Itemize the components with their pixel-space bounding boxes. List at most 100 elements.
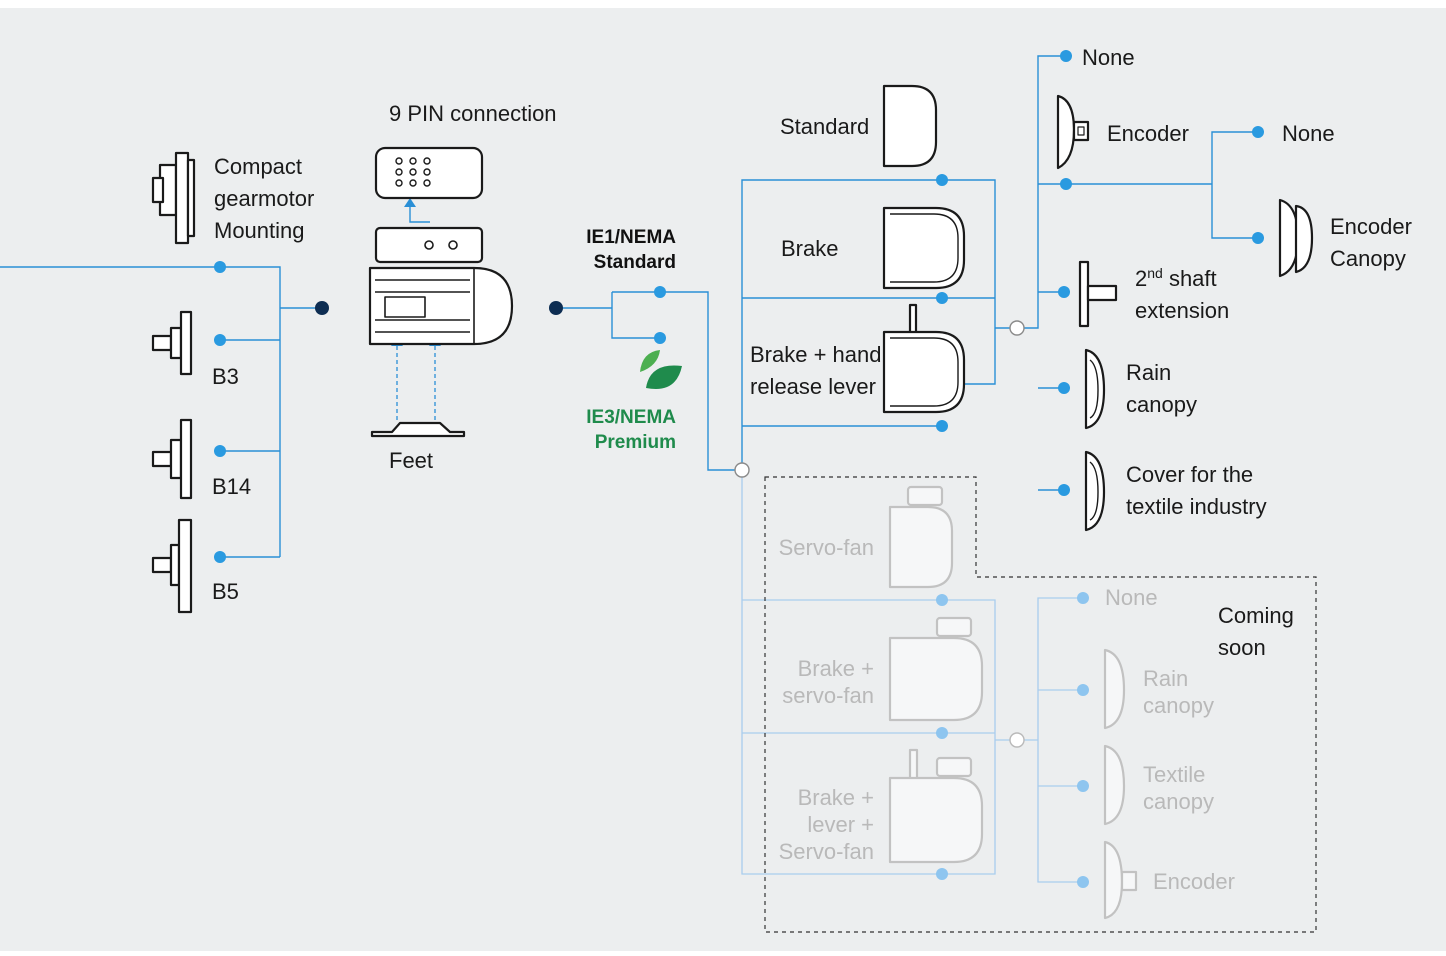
coming-none-label: None (1105, 585, 1158, 610)
standard-cover-icon (882, 84, 938, 168)
acc-none-label: None (1082, 45, 1135, 70)
coming-soon-label-2: soon (1218, 635, 1266, 660)
node-encoder-canopy[interactable] (1252, 232, 1264, 244)
coming-soon-label-1: Coming (1218, 603, 1294, 628)
coming-encoder-label: Encoder (1153, 869, 1235, 894)
encoder-icon (1056, 94, 1090, 170)
encoder-canopy-label-1: Encoder (1330, 214, 1412, 239)
node-shaft-ext[interactable] (1058, 286, 1070, 298)
rear-trunk (741, 179, 1017, 470)
node-junction-main (734, 462, 750, 478)
encoder-label: Encoder (1107, 121, 1189, 146)
node-junction-coming (1009, 732, 1025, 748)
leaf-icon (640, 350, 682, 390)
brake-lever-servo-label-2: lever + (807, 812, 874, 837)
brake-servo-label-2: servo-fan (782, 683, 874, 708)
brake-lever-servo-label-3: Servo-fan (779, 839, 874, 864)
rain-canopy-label-1: Rain (1126, 360, 1171, 385)
compact-label-2: gearmotor (214, 186, 314, 211)
shaft-ext-sup: nd (1147, 265, 1163, 281)
feet-arrows (396, 345, 436, 420)
motor-icon (368, 226, 514, 346)
node-encoder-none[interactable] (1252, 126, 1264, 138)
ie3-label-1: IE3/NEMA (586, 407, 676, 428)
b14-flange-icon (151, 418, 193, 500)
node-acc-none[interactable] (1060, 50, 1072, 62)
coming-accessory-trunk (1017, 597, 1083, 883)
accessory-trunk (1017, 55, 1255, 491)
shaft-ext-label-1: 2nd shaft (1135, 265, 1217, 291)
component-illustrations (151, 84, 1314, 614)
pin-connector-icon (374, 146, 484, 200)
node-standard[interactable] (936, 174, 948, 186)
coming-textile-canopy-icon (1103, 744, 1126, 826)
shaft-extension-icon (1078, 260, 1118, 328)
node-brake-hand[interactable] (936, 420, 948, 432)
encoder-canopy-icon (1278, 198, 1314, 278)
pin-connection-label: 9 PIN connection (389, 101, 557, 126)
connector-lines (0, 55, 1255, 558)
b3-flange-icon (151, 310, 193, 376)
textile-label-1: Cover for the (1126, 462, 1253, 487)
mounting-bus (0, 266, 322, 558)
coming-rain-label-1: Rain (1143, 666, 1188, 691)
pin-arrow-line (409, 205, 430, 223)
standard-label: Standard (780, 114, 869, 139)
brake-hand-label-1: Brake + hand (750, 342, 881, 367)
labels: Compact gearmotor Mounting B3 B14 B5 9 P… (212, 45, 1412, 894)
node-b14[interactable] (214, 445, 226, 457)
compact-label-3: Mounting (214, 218, 305, 243)
ie1-label-1: IE1/NEMA (586, 227, 676, 248)
ie1-label-2: Standard (594, 252, 676, 273)
nodes (214, 50, 1264, 888)
shaft-ext-num: 2 (1135, 266, 1147, 291)
brake-lever-cover-icon (882, 303, 966, 414)
ie3-label-2: Premium (595, 432, 676, 453)
node-compact[interactable] (214, 261, 226, 273)
brake-cover-icon (882, 206, 966, 290)
servo-fan-label: Servo-fan (779, 535, 874, 560)
node-b3[interactable] (214, 334, 226, 346)
node-brake-lever-servo (936, 868, 948, 880)
servo-fan-icon (888, 485, 954, 589)
b5-label: B5 (212, 579, 239, 604)
brake-servo-icon (888, 616, 984, 722)
rain-canopy-label-2: canopy (1126, 392, 1197, 417)
compact-label-1: Compact (214, 154, 302, 179)
feet-icon (370, 421, 466, 438)
encoder-canopy-label-2: Canopy (1330, 246, 1406, 271)
brake-lever-servo-label-1: Brake + (798, 785, 874, 810)
compact-mounting-icon (151, 151, 196, 245)
coming-encoder-icon (1103, 840, 1138, 920)
coming-rain-canopy-icon (1103, 648, 1126, 730)
brake-lever-servo-icon (888, 748, 984, 864)
node-ie3[interactable] (654, 332, 666, 344)
b14-label: B14 (212, 474, 251, 499)
coming-textile-label-1: Textile (1143, 762, 1205, 787)
node-coming-textile (1077, 780, 1089, 792)
b5-flange-icon (151, 518, 193, 614)
brake-label: Brake (781, 236, 838, 261)
feet-label: Feet (389, 448, 433, 473)
brake-hand-label-2: release lever (750, 374, 876, 399)
node-mounting-join (315, 301, 329, 315)
node-motor-out (549, 301, 563, 315)
node-brake[interactable] (936, 292, 948, 304)
encoder-none-label: None (1282, 121, 1335, 146)
b3-label: B3 (212, 364, 239, 389)
node-rain-canopy[interactable] (1058, 382, 1070, 394)
node-textile[interactable] (1058, 484, 1070, 496)
node-b5[interactable] (214, 551, 226, 563)
node-coming-rain (1077, 684, 1089, 696)
shaft-ext-word: shaft (1163, 266, 1217, 291)
coming-textile-label-2: canopy (1143, 789, 1214, 814)
rain-canopy-icon (1084, 348, 1106, 430)
coming-soon-illustrations (888, 485, 1138, 920)
textile-label-2: textile industry (1126, 494, 1267, 519)
node-encoder[interactable] (1060, 178, 1072, 190)
coming-soon-dashed-region (764, 476, 1317, 933)
node-ie1[interactable] (654, 286, 666, 298)
node-junction-accessory (1009, 320, 1025, 336)
